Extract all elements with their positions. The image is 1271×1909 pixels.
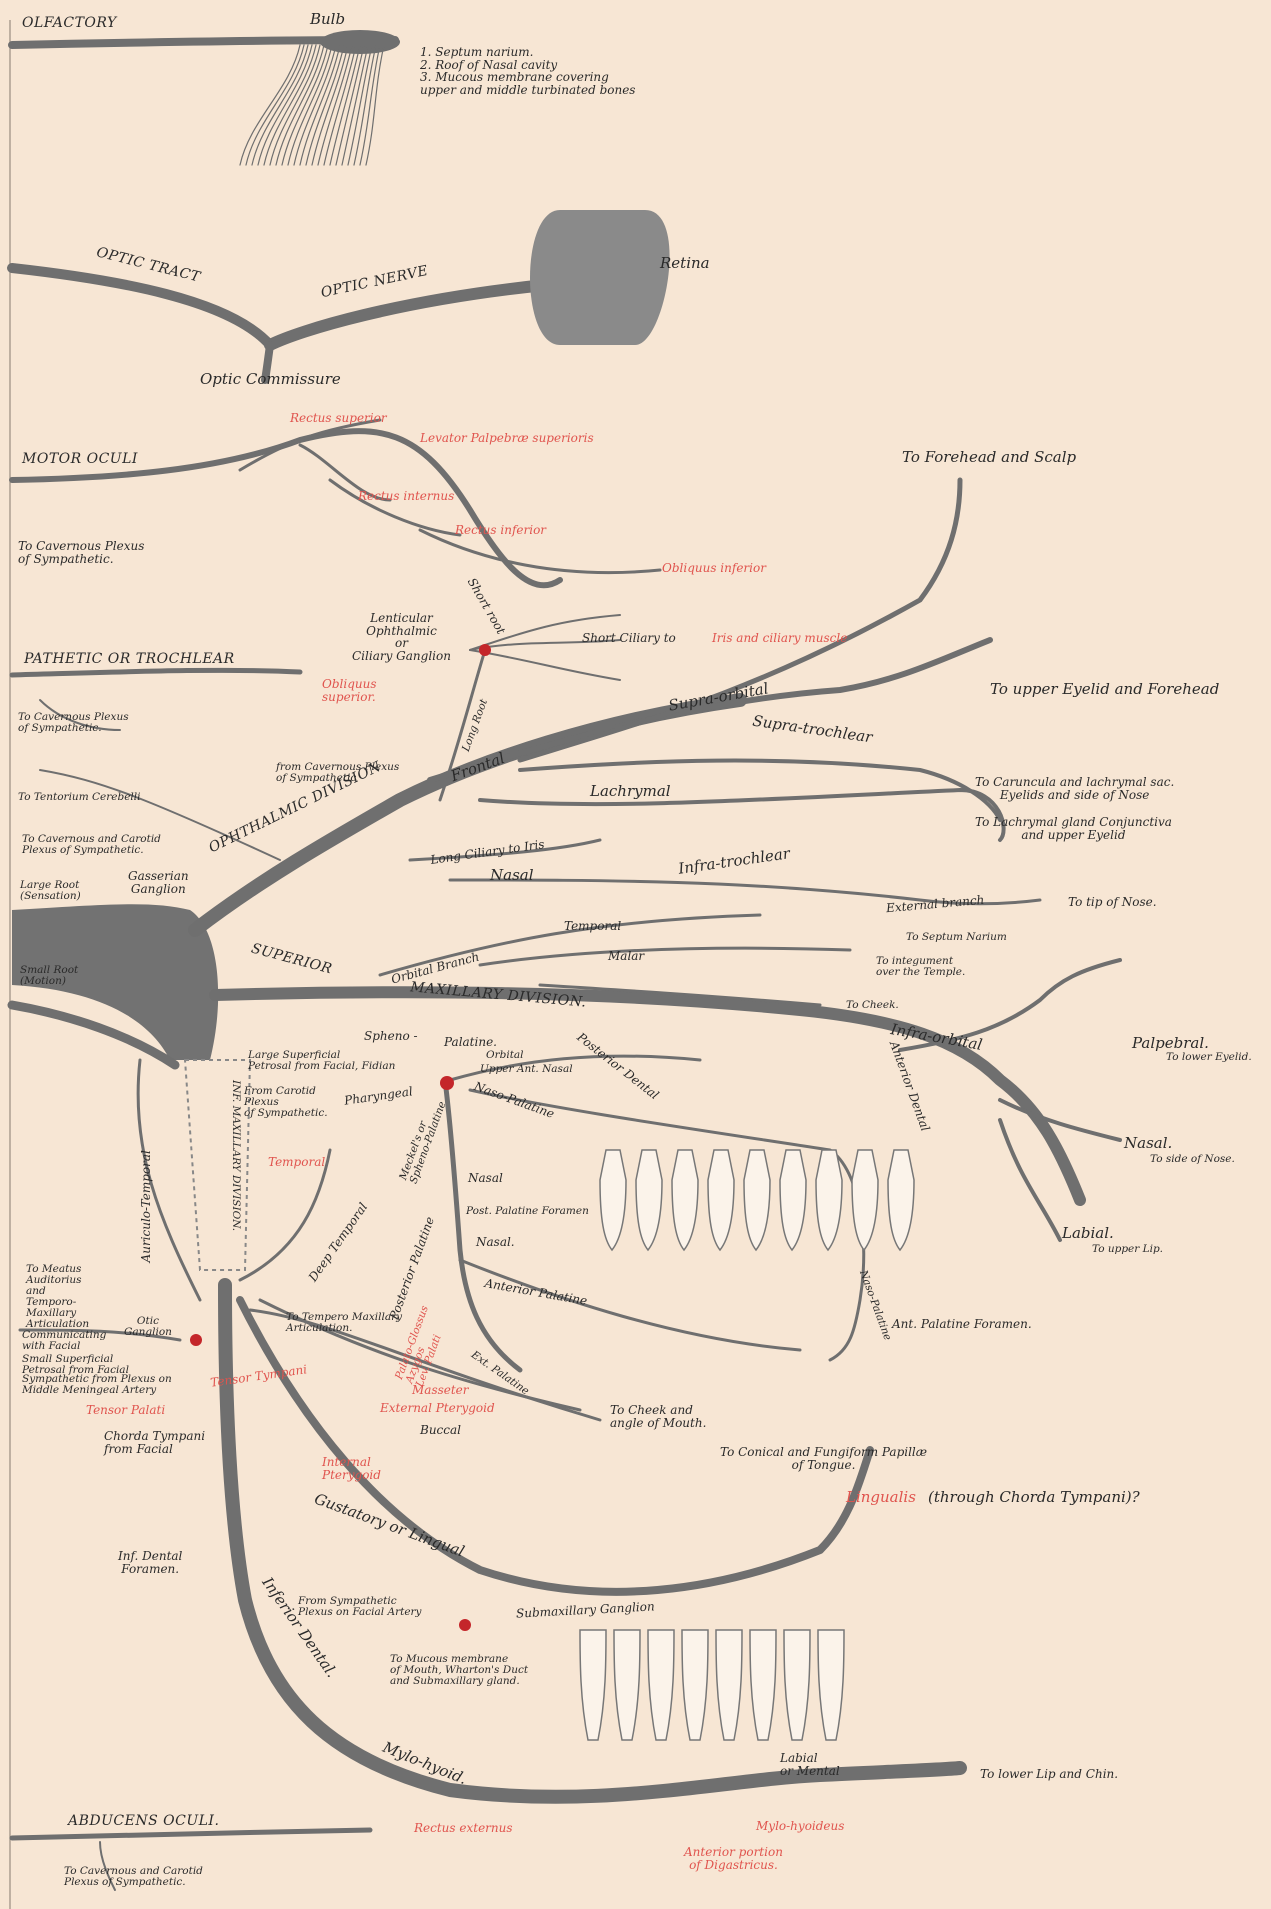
meckels-ganglion [440, 1076, 454, 1090]
label-labial-1: Labial. [1062, 1226, 1114, 1242]
label-mucous-membrane: To Mucous membrane of Mouth, Wharton's D… [390, 1654, 528, 1687]
label-large-superficial: Large Superficial Petrosal from Facial, … [248, 1050, 395, 1072]
label-optic-commissure: Optic Commissure [200, 372, 341, 388]
label-retina: Retina [660, 256, 710, 272]
label-short-ciliary: Short Ciliary to [582, 632, 676, 645]
label-sympathetic-meningeal: Sympathetic from Plexus on Middle Mening… [22, 1374, 172, 1396]
label-small-root: Small Root (Motion) [20, 965, 78, 987]
label-cav-plexus-2: To Cavernous Plexus of Sympathetic. [18, 712, 129, 734]
retina [530, 210, 670, 345]
upper-teeth [600, 1150, 914, 1250]
label-post-palatine-foramen: Post. Palatine Foramen [466, 1206, 589, 1217]
label-iris-ciliary: Iris and ciliary muscle [712, 632, 847, 645]
label-communicating: Communicating with Facial [22, 1330, 106, 1352]
label-nasal-2: Nasal. [1124, 1136, 1172, 1152]
label-cav-carotid: To Cavernous and Carotid Plexus of Sympa… [22, 834, 161, 856]
otic-ganglion [190, 1334, 202, 1346]
label-olfactory: OLFACTORY [22, 16, 117, 31]
label-rectus-superior: Rectus superior [290, 412, 387, 425]
label-integument: To integument over the Temple. [876, 956, 965, 978]
label-forehead-scalp: To Forehead and Scalp [902, 450, 1076, 466]
label-labial-mental: Labial or Mental [780, 1752, 840, 1777]
label-temporal-red: Temporal [268, 1156, 325, 1169]
label-cheek-mouth: To Cheek and angle of Mouth. [610, 1404, 706, 1429]
label-rectus-inferior: Rectus inferior [455, 524, 546, 537]
label-to-upper-lip: To upper Lip. [1092, 1244, 1163, 1255]
label-gasserian: Gasserian Ganglion [128, 870, 189, 895]
label-bulb: Bulb [310, 12, 345, 28]
label-palatine: Palatine. [444, 1036, 497, 1049]
label-lachrymal: Lachrymal [590, 784, 671, 800]
label-obliquus-inferior: Obliquus inferior [662, 562, 766, 575]
label-motor-oculi: MOTOR OCULI [22, 452, 138, 467]
olfactory-bulb [320, 30, 400, 54]
label-cav-plexus-1: To Cavernous Plexus of Sympathetic. [18, 540, 144, 565]
label-meatus: To Meatus Auditorius and Temporo- Maxill… [26, 1264, 89, 1330]
label-cav-carotid-2: To Cavernous and Carotid Plexus of Sympa… [64, 1866, 203, 1888]
label-mylo-hyoideus: Mylo-hyoideus [756, 1820, 844, 1833]
label-inf-dental-foramen: Inf. Dental Foramen. [118, 1550, 182, 1575]
label-olf-list: 1. Septum narium. 2. Roof of Nasal cavit… [420, 46, 635, 96]
label-auriculo-temporal: Auriculo-Temporal [140, 1150, 153, 1262]
label-upper-eyelid: To upper Eyelid and Forehead [990, 682, 1219, 698]
label-lingualis: Lingualis [846, 1490, 916, 1506]
label-to-cheek: To Cheek. [846, 1000, 899, 1011]
label-from-sympathetic: From Sympathetic Plexus on Facial Artery [298, 1596, 421, 1618]
label-palpebral: Palpebral. [1132, 1036, 1209, 1052]
label-tentorium: To Tentorium Cerebelli [18, 792, 140, 803]
label-conical-papillae: To Conical and Fungiform Papillæ of Tong… [720, 1446, 927, 1471]
label-ant-palatine-foramen: Ant. Palatine Foramen. [892, 1318, 1032, 1331]
label-nasal-1: Nasal [490, 868, 534, 884]
label-rectus-externus: Rectus externus [414, 1822, 513, 1835]
label-orbital: Orbital [486, 1050, 524, 1061]
label-buccal: Buccal [420, 1424, 461, 1437]
label-through-chorda: (through Chorda Tympani)? [928, 1490, 1140, 1506]
label-to-lower-eyelid: To lower Eyelid. [1166, 1052, 1252, 1063]
label-malar: Malar [608, 950, 644, 963]
label-nasal-3: Nasal [468, 1172, 503, 1185]
label-inf-maxillary-division: INF. MAXILLARY DIVISION. [230, 1080, 241, 1231]
label-caruncula: To Caruncula and lachrymal sac. Eyelids … [975, 776, 1174, 801]
label-internal-pterygoid: Internal Pterygoid [322, 1456, 381, 1481]
label-septum-narium: To Septum Narium [906, 932, 1007, 943]
label-tempero-maxillary: To Tempero Maxillary Articulation. [286, 1312, 402, 1334]
label-external-pterygoid: External Pterygoid [380, 1402, 495, 1415]
label-upper-ant-nasal: Upper Ant. Nasal [480, 1064, 573, 1075]
label-to-side-nose: To side of Nose. [1150, 1154, 1235, 1165]
label-spheno: Spheno - [364, 1030, 418, 1043]
label-otic-ganglion: Otic Ganglion [124, 1316, 172, 1338]
label-large-root: Large Root (Sensation) [20, 880, 81, 902]
label-lower-lip: To lower Lip and Chin. [980, 1768, 1118, 1781]
label-rectus-internus: Rectus internus [358, 490, 454, 503]
label-abducens: ABDUCENS OCULI. [68, 1814, 219, 1829]
label-anterior-digastricus: Anterior portion of Digastricus. [684, 1846, 783, 1871]
label-chorda-tympani: Chorda Tympani from Facial [104, 1430, 205, 1455]
label-obliquus-superior: Obliquus superior. [322, 678, 377, 703]
label-from-carotid: From Carotid Plexus of Sympathetic. [244, 1086, 328, 1119]
label-lenticular: Lenticular Ophthalmic or Ciliary Ganglio… [352, 612, 451, 662]
label-tip-nose: To tip of Nose. [1068, 896, 1157, 909]
submaxillary-ganglion [459, 1619, 471, 1631]
ciliary-ganglion [479, 644, 491, 656]
label-tensor-palati: Tensor Palati [86, 1404, 165, 1417]
label-nasal-4: Nasal. [476, 1236, 515, 1249]
label-pathetic: PATHETIC OR TROCHLEAR [24, 652, 235, 667]
label-levator: Levator Palpebræ superioris [420, 432, 594, 445]
label-temporal-1: Temporal [564, 920, 621, 933]
label-masseter: Masseter [412, 1384, 469, 1397]
label-lachrymal-gland: To Lachrymal gland Conjunctiva and upper… [975, 816, 1172, 841]
